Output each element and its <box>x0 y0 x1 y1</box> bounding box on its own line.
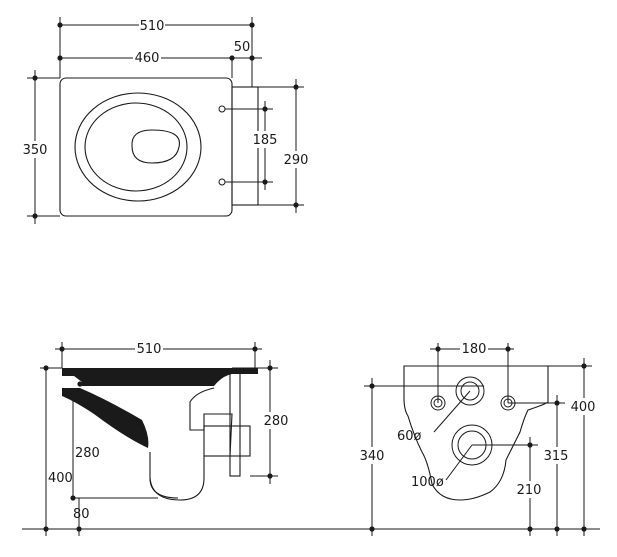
side-view-rim-top <box>62 368 258 386</box>
top-view-fixing-hole-bottom <box>218 178 226 186</box>
rear-view-outline <box>403 365 549 501</box>
side-rim-offset-label: 70 <box>84 370 101 385</box>
side-floor-clearance-label: 80 <box>73 507 90 522</box>
side-view-bowl-profile <box>149 387 233 501</box>
top-view-bowl-inner <box>84 102 188 192</box>
side-outlet-height-label: 280 <box>75 446 100 461</box>
side-overall-length-label: 510 <box>137 342 162 357</box>
rear-outlet-diameter-label: 100ø <box>411 475 444 490</box>
top-view-outlet-hole <box>131 129 180 164</box>
side-rim-height-label: 400 <box>48 471 73 486</box>
rear-inlet-height-label: 340 <box>360 449 385 464</box>
rear-outlet-center-height-label: 210 <box>517 483 542 498</box>
rear-fixing-spacing-label: 180 <box>462 342 487 357</box>
rear-view: 180 340 60ø 100ø 210 315 400 <box>358 340 597 536</box>
rear-inlet-diameter-label: 60ø <box>397 429 422 444</box>
top-view-body-outline <box>59 77 233 217</box>
rear-outlet-height-label: 315 <box>544 449 569 464</box>
side-view-rear-flange <box>229 371 241 477</box>
top-rear-offset-label: 50 <box>234 40 251 55</box>
top-view: 510 460 50 350 185 290 <box>22 16 310 224</box>
top-view-bowl-outer <box>74 92 202 202</box>
side-view-base-line <box>149 477 179 499</box>
side-view-trap-front <box>62 388 149 448</box>
top-overall-width-label: 510 <box>140 19 165 34</box>
top-bowl-width-label: 460 <box>135 51 160 66</box>
top-depth-label: 350 <box>23 143 48 158</box>
top-bracket-height-label: 290 <box>284 153 309 168</box>
side-inlet-height-label: 280 <box>264 414 289 429</box>
top-view-fixing-hole-top <box>218 105 226 113</box>
top-fixing-spacing-label: 185 <box>253 133 278 148</box>
rear-fixing-height-label: 400 <box>571 400 596 415</box>
side-view: 510 70 280 400 80 280 <box>22 340 600 536</box>
side-view-outlet-spigot <box>203 425 251 457</box>
